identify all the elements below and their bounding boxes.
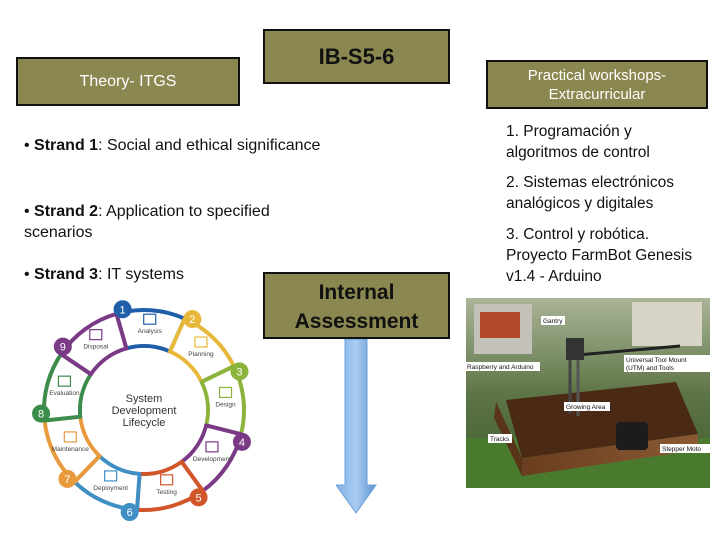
stage-number-8: 8: [38, 409, 44, 421]
arduino-board: [480, 312, 520, 338]
stage-badge-2: [183, 310, 202, 329]
stepper-motor: [616, 422, 648, 450]
tool-mount: [632, 302, 702, 346]
label-raspberry: Raspberry and Arduino: [467, 364, 534, 371]
down-arrow: [336, 339, 377, 514]
stage-icon-analysis: [143, 313, 157, 325]
stage-label-deployment: Deployment: [93, 485, 128, 492]
stage-icon-maintenance: [63, 431, 77, 443]
stage-label-testing: Testing: [156, 489, 177, 496]
stage-icon-disposal: [89, 329, 103, 341]
stage-label-design: Design: [215, 401, 236, 408]
stage-icon-planning: [194, 336, 208, 348]
stage-badge-3: [230, 362, 249, 381]
stage-badge-9: [53, 337, 72, 356]
stage-number-9: 9: [60, 342, 66, 354]
strand-1: • Strand 1: Social and ethical significa…: [24, 137, 321, 154]
stage-badge-1: [113, 300, 132, 319]
wooden-bed: [522, 434, 698, 476]
stage-label-analysis: Analysis: [138, 328, 163, 335]
strand-2-text: : Application to specified scenarios: [24, 203, 270, 241]
stage-icon-development: [205, 441, 219, 453]
stage-label-maintenance: Maintenance: [52, 446, 90, 453]
stage-icon-testing: [160, 474, 174, 486]
sdlc-center-line1: System: [126, 393, 163, 405]
strand-2: • Strand 2: Application to specified sce…: [24, 203, 270, 241]
growing-area-soil: [506, 382, 698, 458]
stage-number-6: 6: [127, 507, 133, 519]
strand-3-text: : IT systems: [98, 266, 184, 283]
workshop-item-2: 2. Sistemas electrónicos analógicos y di…: [506, 174, 674, 212]
title-box: IB-S5-6: [263, 29, 450, 84]
label-tracks: Tracks: [490, 436, 510, 443]
label-stepper: Stepper Moto: [662, 446, 701, 453]
stage-number-4: 4: [239, 437, 245, 449]
stage-label-development: Development: [193, 456, 231, 463]
practical-header-line1: Practical workshops-: [527, 67, 667, 84]
stage-icon-deployment: [104, 470, 118, 482]
strand-1-text: : Social and ethical significance: [98, 137, 321, 154]
strand-3-label: Strand 3: [34, 266, 99, 283]
strand-3: • Strand 3: IT systems: [24, 266, 184, 283]
theory-header-box: Theory- ITGS: [16, 57, 240, 106]
workshop-item-1: 1. Programación y algoritmos de control: [506, 123, 650, 161]
label-gantry: Gantry: [543, 318, 563, 325]
gantry-carriage: [566, 338, 584, 360]
sdlc-center-line2: Development: [112, 405, 177, 417]
strand-2-label: Strand 2: [34, 203, 99, 220]
ia-line2: Assessment: [294, 310, 419, 333]
stage-badge-8: [32, 404, 51, 423]
stage-number-3: 3: [236, 366, 242, 378]
label-utm: Universal Tool Mount: [626, 357, 687, 364]
gantry-beam: [565, 344, 681, 358]
strand-1-label: Strand 1: [34, 137, 99, 154]
stage-label-disposal: Disposal: [83, 344, 108, 351]
theory-header-text: Theory- ITGS: [79, 73, 177, 90]
stage-label-planning: Planning: [188, 351, 214, 358]
label-utm-line2: (UTM) and Tools: [626, 365, 675, 372]
stage-label-evaluation: Evaluation: [49, 390, 80, 397]
stage-badge-7: [58, 469, 77, 488]
stage-badge-5: [189, 488, 208, 507]
internal-assessment-box: Internal Assessment: [263, 272, 450, 339]
practical-header-box: Practical workshops- Extracurricular: [486, 60, 708, 109]
label-growing-area: Growing Area: [566, 404, 606, 411]
farmbot-photo: Gantry Raspberry and Arduino Universal T…: [466, 298, 710, 488]
stage-number-7: 7: [64, 474, 70, 486]
workshop-item-3: 3. Control y robótica. Proyecto FarmBot …: [506, 226, 693, 285]
stage-number-5: 5: [196, 492, 202, 504]
sdlc-center-line3: Lifecycle: [123, 417, 166, 429]
stage-badge-6: [120, 502, 139, 521]
stage-icon-design: [218, 386, 233, 399]
stage-icon-evaluation: [57, 375, 72, 387]
practical-header-line2: Extracurricular: [548, 86, 646, 103]
stage-number-1: 1: [120, 304, 126, 316]
stage-badge-4: [232, 432, 251, 451]
sdlc-cycle-diagram: System Development Lifecycle Analysis 1Pl…: [32, 300, 251, 521]
title-text: IB-S5-6: [318, 44, 395, 69]
ia-line1: Internal: [318, 281, 395, 304]
stage-number-2: 2: [189, 314, 195, 326]
